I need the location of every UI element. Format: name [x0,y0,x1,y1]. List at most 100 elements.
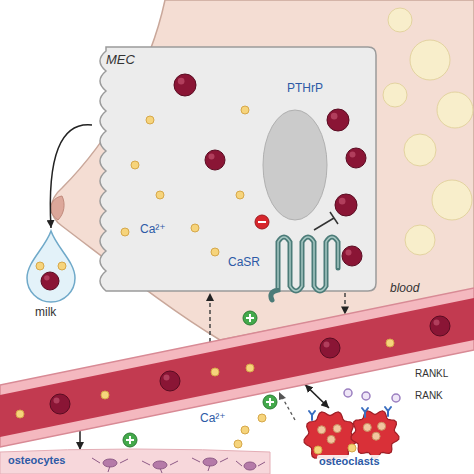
osteocyte-cells [244,462,256,470]
pthrp-particle [335,194,357,216]
osteocyte-cells [192,458,228,471]
osteocyte-cells [203,458,217,466]
milk-contents [36,262,66,290]
receptor-label: CaSR [228,256,260,270]
pthrp-particle [41,272,59,290]
osteoclast-cell [351,411,399,459]
milk-drop [27,231,75,302]
pthrp-particle [342,246,362,266]
rankl-ligand [392,394,400,402]
calcium-ion [348,444,356,452]
calcium-ion [241,426,249,434]
osteoclast-nucleus [333,425,341,433]
pthrp-highlight [324,342,330,348]
pthrp-highlight [350,152,356,158]
nipple [51,196,64,220]
osteocyte-cells [103,459,117,467]
osteoclast-nucleus [318,426,326,434]
pthrp-highlight [434,320,440,326]
osteoclast-group: osteoclasts [295,408,410,472]
osteoclast-label: osteoclasts [317,455,382,468]
bone-band: osteocytes [0,450,270,474]
rankl-ligand [344,389,352,397]
pthrp-particle [205,150,225,170]
dashed-transport-arrow [209,293,211,342]
osteocyte-cells [142,461,178,473]
calcium-ion [131,161,139,169]
calcium-ion [314,446,322,454]
stimulation-sign [263,395,277,409]
casr-receptor [271,237,338,300]
ion-label: Ca²⁺ [140,223,166,237]
hormone-label: PTHrP [287,82,323,96]
fat-lobules [388,8,412,32]
blood-vessel [0,288,474,447]
cell-membrane [100,47,376,291]
pthrp-highlight [339,198,346,205]
osteocyte-cells [153,461,167,469]
ion-label: Ca²⁺ [200,412,226,426]
calcium-ion [58,262,66,270]
fat-lobules [405,225,435,255]
fat-lobules [383,8,473,255]
rankl-ligand [362,392,370,400]
calcium-ion [101,391,109,399]
pthrp-highlight [164,375,170,381]
osteoclast-nucleus [327,435,335,443]
pthrp-particle [327,109,349,131]
stimulation-sign [266,398,274,406]
bone-band [0,449,270,474]
transport-arrow [305,385,329,408]
stimulation-sign [123,433,137,447]
pthrp-particle [50,394,70,414]
pthrp-highlight [54,398,60,404]
calcium-release-arrow [282,397,295,420]
osteoclast-nucleus [378,422,386,430]
osteocyte-label: osteocytes [8,454,65,467]
blood-vessel: blood [0,278,474,450]
fat-lobules [404,134,436,166]
inhibition-line [314,212,338,230]
osteocyte-cells [92,458,128,472]
vessel-wall [0,288,474,447]
pthrp-particle [174,74,196,96]
calcium-ion [236,191,244,199]
calcium-ion [156,191,164,199]
stimulation-sign [246,314,254,322]
calcium-ion [121,228,129,236]
osteoclast-nucleus [363,423,371,431]
calcium-ion [211,248,219,256]
calcium-ion [386,339,394,347]
nucleus [263,110,327,220]
calcium-ion [36,262,44,270]
osteoclast-nucleus [372,432,380,440]
calcium-ion [146,116,154,124]
calcium-ion [191,224,199,232]
casr-receptor-stripe [278,237,338,291]
pthrp-highlight [331,113,338,120]
fat-lobules [437,92,473,128]
milk-drop: milk [20,228,82,322]
cell-name: MEC [106,53,135,68]
pthrp-highlight [178,78,185,85]
rank-receptors [309,407,391,420]
pthrp-particle [430,316,450,336]
receptor-label: RANK [415,390,443,402]
vessel-lumen [0,298,474,437]
cell-contents [121,74,366,300]
fat-lobules [432,180,472,220]
fat-lobules [410,40,450,80]
vessel-label: blood [390,282,419,296]
pthrp-particle [320,338,340,358]
breast-skin [52,0,474,340]
calcium-ion [246,364,254,372]
transport-arrow [79,431,81,450]
pthrp-highlight [44,275,49,280]
calcium-ion [16,410,24,418]
calcium-ion [211,368,219,376]
pthrp-highlight [346,250,352,256]
transport-arrow [50,125,92,228]
rankl-ligand [344,389,400,402]
milk-label: milk [35,306,56,320]
inhibition-sign [258,221,266,223]
